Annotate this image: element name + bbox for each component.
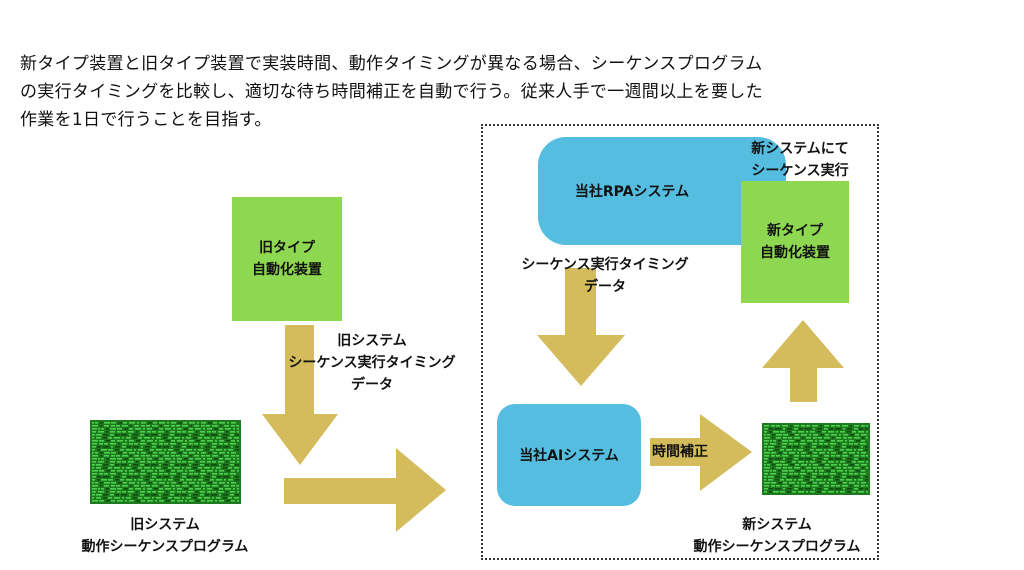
intro-line-2: の実行タイミングを比較し、適切な待ち時間補正を自動で行う。従来人手で一週間以上を… bbox=[20, 82, 763, 102]
new-program-line-2: 動作シーケンスプログラム bbox=[693, 539, 861, 555]
old-device-line-1: 旧タイプ bbox=[259, 240, 315, 256]
intro-line-1: 新タイプ装置と旧タイプ装置で実装時間、動作タイミングが異なる場合、シーケンスプロ… bbox=[20, 54, 763, 74]
old-device-box: 旧タイプ 自動化装置 bbox=[232, 197, 342, 321]
new-device-line-2: 自動化装置 bbox=[760, 245, 830, 261]
new-system-boundary bbox=[481, 124, 879, 560]
old-timing-line-3: データ bbox=[351, 377, 393, 393]
ai-system-box: 当社AIシステム bbox=[497, 404, 641, 506]
new-code-pattern bbox=[764, 425, 868, 493]
time-correction-label: 時間補正 bbox=[652, 444, 708, 460]
old-code-pattern bbox=[92, 422, 239, 502]
new-program-label: 新システム 動作シーケンスプログラム bbox=[672, 514, 882, 558]
new-program-line-1: 新システム bbox=[742, 517, 812, 533]
new-exec-line-2: シーケンス実行 bbox=[751, 163, 849, 179]
intro-line-3: 作業を1日で行うことを目指す。 bbox=[20, 110, 272, 130]
intro-text: 新タイプ装置と旧タイプ装置で実装時間、動作タイミングが異なる場合、シーケンスプロ… bbox=[20, 50, 880, 134]
rpa-system-label: 当社RPAシステム bbox=[574, 184, 690, 200]
old-timing-line-1: 旧システム bbox=[337, 333, 407, 349]
right-arrow-correction bbox=[650, 414, 752, 491]
old-program-line-1: 旧システム bbox=[130, 517, 200, 533]
ai-system-label: 当社AIシステム bbox=[519, 448, 619, 464]
old-device-line-2: 自動化装置 bbox=[252, 262, 322, 278]
old-timing-line-2: シーケンス実行タイミング bbox=[288, 355, 456, 371]
new-device-line-1: 新タイプ bbox=[767, 223, 823, 239]
new-timing-line-2: データ bbox=[584, 279, 626, 295]
new-exec-label: 新システムにて シーケンス実行 bbox=[741, 138, 859, 182]
right-arrow-main bbox=[284, 448, 446, 532]
new-timing-label: シーケンス実行タイミング データ bbox=[500, 254, 710, 298]
new-exec-line-1: 新システムにて bbox=[751, 141, 849, 157]
new-device-box: 新タイプ 自動化装置 bbox=[741, 181, 849, 303]
down-arrow-old bbox=[262, 325, 338, 465]
down-arrow-rpa-to-ai bbox=[537, 268, 625, 386]
up-arrow-to-new-device bbox=[762, 320, 844, 402]
old-program-label: 旧システム 動作シーケンスプログラム bbox=[60, 514, 270, 558]
old-timing-label: 旧システム シーケンス実行タイミング データ bbox=[262, 330, 482, 396]
old-program-line-2: 動作シーケンスプログラム bbox=[81, 539, 249, 555]
new-timing-line-1: シーケンス実行タイミング bbox=[521, 257, 689, 273]
